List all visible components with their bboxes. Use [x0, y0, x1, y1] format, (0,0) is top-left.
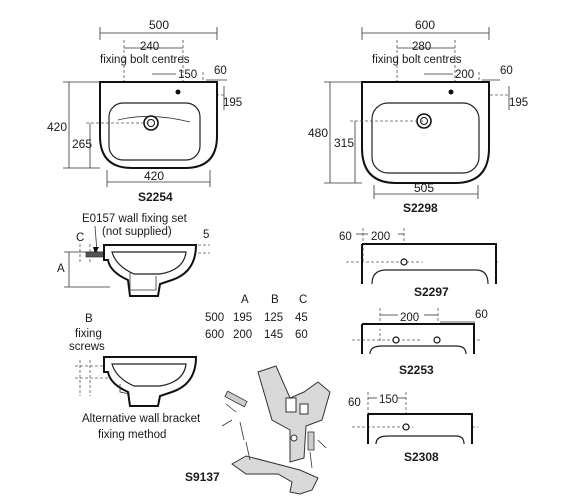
s2254-offset-195: 195: [223, 97, 242, 109]
s2254-fixing-caption: fixing bolt centres: [100, 54, 190, 66]
s2298-offset-200: 200: [455, 69, 474, 81]
table-row-600-a: 200: [233, 329, 252, 341]
s2253-tap-hole-left-icon: [392, 336, 400, 344]
s2298-tap-hole-icon: [448, 89, 454, 95]
s2308-code: S2308: [404, 450, 439, 464]
s2298-fixing-distance: 280: [412, 41, 431, 53]
s2297-top-view: 60 200 S2297: [339, 228, 498, 299]
s2297-offset-200: 200: [371, 231, 390, 243]
s2254-front-view: 500 240 fixing bolt centres 150 60 195 4…: [47, 18, 242, 204]
fixing-set-label: E0157 wall fixing set: [82, 213, 188, 225]
s2297-code: S2297: [414, 285, 449, 299]
s2254-height-bowl: 265: [72, 137, 92, 151]
s2298-height-bowl: 315: [334, 136, 354, 150]
s2298-fixing-caption: fixing bolt centres: [372, 54, 462, 66]
alternative-bracket-side-view: B fixing screws Alternative wall bracket…: [69, 313, 201, 441]
s9137-code: S9137: [185, 470, 220, 484]
table-row-600-size: 600: [205, 329, 224, 341]
table-row-500-a: 195: [233, 312, 252, 324]
alt-fixing-line2: screws: [69, 341, 105, 353]
s2298-front-view: 600 280 fixing bolt centres 200 60 195 4…: [308, 18, 528, 215]
table-header-b: B: [271, 294, 279, 306]
s2298-offset-195: 195: [509, 97, 528, 109]
table-row-600-b: 145: [264, 329, 283, 341]
s2254-offset-60: 60: [214, 65, 227, 77]
s2308-top-view: 60 150 S2308: [348, 392, 478, 464]
side-view-label-c: C: [76, 232, 84, 244]
alt-caption-line1: Alternative wall bracket: [82, 413, 201, 425]
s2298-code: S2298: [403, 201, 438, 215]
table-header-c: C: [299, 294, 307, 306]
s2254-width-label: 500: [149, 18, 169, 32]
s2253-top-view: 200 60 S2253: [352, 308, 488, 377]
alt-fixing-line1: fixing: [75, 328, 102, 340]
s2297-offset-60: 60: [339, 231, 352, 243]
s2254-code: S2254: [138, 190, 173, 204]
table-row-600-c: 60: [295, 329, 308, 341]
s2308-offset-150: 150: [379, 394, 398, 406]
table-row-500-b: 125: [264, 312, 283, 324]
s2254-height-total: 420: [47, 120, 67, 134]
s2298-height-total: 480: [308, 126, 328, 140]
s2298-width-label: 600: [415, 18, 435, 32]
s9137-bracket-illustration: S9137: [185, 365, 331, 495]
alt-label-b: B: [85, 313, 93, 325]
table-row-500-c: 45: [295, 312, 308, 324]
side-view-wall-fixing: E0157 wall fixing set (not supplied) C 5…: [57, 213, 210, 297]
s2308-offset-60: 60: [348, 397, 361, 409]
s2297-tap-hole-icon: [400, 258, 408, 266]
s2298-offset-60: 60: [500, 65, 513, 77]
s2253-offset-60: 60: [475, 309, 488, 321]
s2308-tap-hole-icon: [402, 423, 410, 431]
table-row-500-size: 500: [205, 312, 224, 324]
s2254-fixing-distance: 240: [140, 41, 159, 53]
fixing-set-note: (not supplied): [102, 226, 172, 238]
s2298-bottom-width: 505: [414, 181, 434, 195]
s2253-tap-hole-right-icon: [433, 336, 441, 344]
s2254-bottom-width: 420: [144, 169, 164, 183]
side-view-label-5: 5: [203, 229, 209, 241]
table-header-a: A: [241, 294, 249, 306]
alt-caption-line2: fixing method: [98, 429, 166, 441]
s2253-code: S2253: [399, 363, 434, 377]
s2254-tap-hole-icon: [175, 89, 181, 95]
dimension-table: A B C 500 195 125 45 600 200 145 60: [205, 294, 308, 341]
s2254-offset-150: 150: [178, 69, 197, 81]
s2253-offset-200: 200: [400, 312, 419, 324]
side-view-label-a: A: [57, 263, 65, 275]
